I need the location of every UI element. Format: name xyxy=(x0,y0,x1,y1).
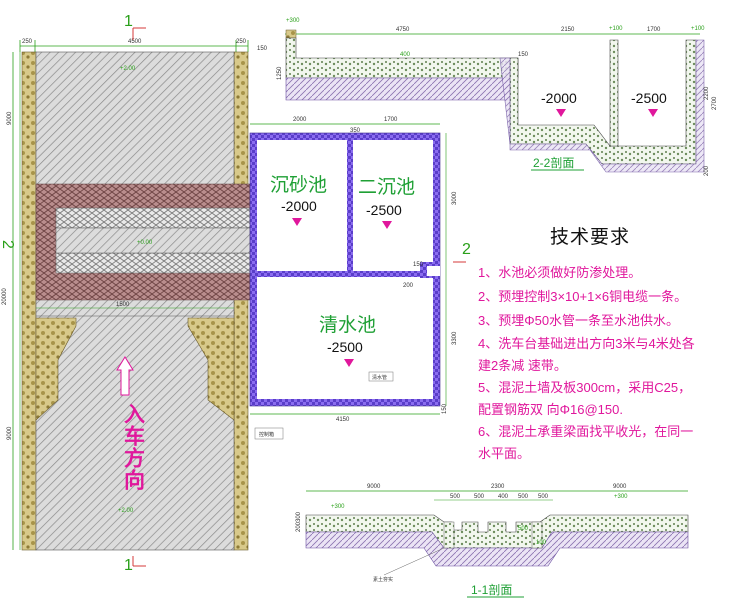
s11-dim-9000-right: 9000 xyxy=(613,484,627,490)
pools-dim-200: 200 xyxy=(403,283,414,289)
plan-dim-left-total: 20000 xyxy=(2,288,8,305)
s11-elev-500: 500 xyxy=(518,526,529,532)
second-depth-marker xyxy=(382,221,392,229)
clear-pipe-note: 清水管 xyxy=(372,374,387,381)
clear-depth-marker xyxy=(344,359,354,367)
second-pool xyxy=(353,140,433,271)
entry-direction-label: 入车方向 xyxy=(122,403,146,491)
tech-item-4: 4、洗车台基础进出方向3米与4米处各 xyxy=(478,336,695,351)
axis-left-label: 2 xyxy=(0,240,16,249)
plan-dim-top-right: 250 xyxy=(236,39,247,45)
s22-marker-b xyxy=(648,109,658,117)
pools-dim-150-bottom: 150 xyxy=(442,403,448,414)
s22-elev-right: +100 xyxy=(691,26,705,32)
s11-title: 1-1剖面 xyxy=(471,583,512,597)
s22-dim-2150: 2150 xyxy=(561,27,575,33)
s22-elev-400: 400 xyxy=(400,52,411,58)
plan-tiny-top: +2.00 xyxy=(120,66,136,72)
plan-dim-top-150: 150 xyxy=(257,46,268,52)
s11-side-200: 200 xyxy=(296,521,302,532)
tech-item-4b: 建2条减 速带。 xyxy=(478,358,567,373)
s11-side-300: 300 xyxy=(296,511,302,522)
sand-pool xyxy=(257,140,347,271)
tech-item-3: 3、预埋Φ50水管一条至水池供水。 xyxy=(478,313,680,328)
tech-requirements: 技术要求 1、水池必须做好防渗处理。 2、预埋控制3×10+1×6铜电缆一条。 … xyxy=(478,222,750,465)
pools-dim-350: 350 xyxy=(350,128,361,134)
s11-elev-100: 100 xyxy=(536,540,547,546)
s22-dim-2200: 2200 xyxy=(704,86,710,100)
pools-dim-3300: 3300 xyxy=(452,331,458,345)
s22-dim-4750: 4750 xyxy=(396,27,410,33)
sand-pool-depth: -2000 xyxy=(281,198,317,214)
plan-dim-left-bottom: 9000 xyxy=(7,426,13,440)
s22-depth-b: -2500 xyxy=(631,90,667,106)
s11-note-bottom: 素土夯实 xyxy=(373,576,393,583)
clear-pool xyxy=(257,277,433,399)
pools-dim-4150: 4150 xyxy=(336,417,350,423)
pools-plan: 2000 350 1700 沉砂池 -2000 二沉池 -2500 清水池 -2… xyxy=(249,117,471,440)
plan-dim-top-left: 250 xyxy=(22,39,33,45)
s11-dim-400: 400 xyxy=(498,494,509,500)
control-box-note: 控制箱 xyxy=(259,431,274,438)
s22-dim-1700: 1700 xyxy=(647,27,661,33)
pools-dim-150: 150 xyxy=(413,262,424,268)
plan-dim-left-top: 9000 xyxy=(7,111,13,125)
s11-dim-500-d: 500 xyxy=(538,494,549,500)
pools-dim-2000: 2000 xyxy=(293,117,307,123)
tech-item-1: 1、水池必须做好防渗处理。 xyxy=(478,265,642,280)
plan-dim-top-mid: 4500 xyxy=(128,39,142,45)
s11-dim-500-a: 500 xyxy=(450,494,461,500)
tech-title: 技术要求 xyxy=(550,227,631,248)
s11-dim-500-c: 500 xyxy=(518,494,529,500)
s22-marker-a xyxy=(556,109,566,117)
s22-dim-2700: 2700 xyxy=(712,96,718,110)
s11-dim-500-b: 500 xyxy=(474,494,485,500)
pools-dim-1700: 1700 xyxy=(384,117,398,123)
s11-dim-2300: 2300 xyxy=(491,484,505,490)
s22-dim-150: 150 xyxy=(518,52,529,58)
tech-item-5: 5、混泥土墙及板300cm，采用C25， xyxy=(478,380,692,395)
second-pool-name: 二沉池 xyxy=(358,176,415,198)
s11-elev-right: +300 xyxy=(614,494,628,500)
plan-dim-mid-1500: 1500 xyxy=(116,302,130,308)
s22-dim-200: 200 xyxy=(704,165,710,176)
section-1-1: 9000 2300 9000 500 500 400 500 500 +300 … xyxy=(296,484,689,598)
section-2-2: 4750 2150 1700 +300 +100 +100 400 150 12… xyxy=(277,18,718,176)
s22-title: 2-2剖面 xyxy=(533,156,574,170)
tech-item-5b: 配置钢筋双 向Φ16@150. xyxy=(478,402,623,417)
clear-pool-depth: -2500 xyxy=(327,339,363,355)
tech-item-2: 2、预埋控制3×10+1×6铜电缆一条。 xyxy=(478,289,688,304)
tech-item-6: 6、混泥土承重梁面找平收光，在同一 xyxy=(478,424,694,439)
sand-pool-name: 沉砂池 xyxy=(270,174,327,196)
axis-right-label: 2 xyxy=(462,241,471,258)
plan-tiny-bottom: +2.00 xyxy=(118,508,134,514)
pools-dim-3000: 3000 xyxy=(452,191,458,205)
axis-bottom-label: 1 xyxy=(124,557,133,574)
second-pool-depth: -2500 xyxy=(366,202,402,218)
s22-elev-mid: +100 xyxy=(609,26,623,32)
clear-pool-name: 清水池 xyxy=(319,314,376,336)
s22-elev-left: +300 xyxy=(286,18,300,24)
s22-dim-1250: 1250 xyxy=(277,66,283,80)
tech-item-6b: 水平面。 xyxy=(478,446,531,461)
sand-depth-marker xyxy=(292,218,302,226)
s11-dim-9000-left: 9000 xyxy=(367,484,381,490)
axis-top-label: 1 xyxy=(124,13,133,30)
s11-elev-left: +300 xyxy=(331,504,345,510)
plan-view: 250 4500 250 150 1 9000 20000 9000 2 +0.… xyxy=(0,13,268,574)
plan-tiny-center: +0.00 xyxy=(137,240,153,246)
s22-depth-a: -2000 xyxy=(541,90,577,106)
entry-direction-arrow xyxy=(116,356,134,396)
